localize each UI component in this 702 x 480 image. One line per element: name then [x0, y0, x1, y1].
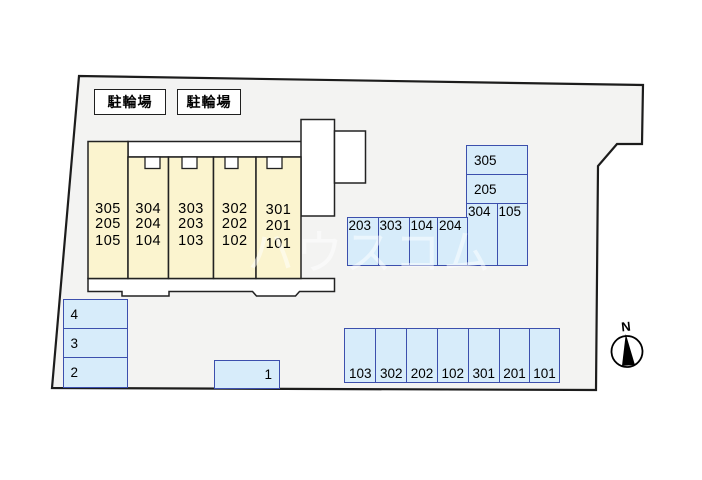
building-stairwell — [300, 118, 336, 217]
bicycle-parking-box-1: 駐輪場 — [94, 89, 166, 115]
parking-stall-102: 102 — [436, 327, 470, 383]
stall-label: 202 — [410, 366, 434, 381]
room-number: 102 — [221, 233, 248, 249]
room-number: 202 — [221, 215, 248, 232]
entrance-notch — [224, 156, 239, 170]
stall-label: 301 — [472, 366, 496, 381]
parking-stall-203: 203 — [346, 217, 380, 266]
building-walkway — [87, 277, 336, 297]
parking-stall-2: 2 — [62, 356, 128, 388]
room-number: 303 — [178, 201, 204, 217]
room-number: 203 — [178, 215, 204, 232]
stall-label: 201 — [503, 366, 526, 381]
stall-label: 2 — [70, 364, 79, 380]
entrance-notch — [266, 156, 283, 170]
unit-numbers-stack-3: 303 203 103 — [169, 202, 214, 249]
unit-numbers-stack-4: 302 202 102 — [214, 202, 257, 249]
building-unit-301 — [255, 156, 302, 280]
unit-numbers-stack-2: 304 204 104 — [128, 202, 169, 249]
building-corridor — [127, 140, 303, 158]
stall-label: 305 — [474, 152, 497, 168]
parking-stall-104: 104 — [408, 217, 439, 266]
compass-icon — [610, 334, 644, 368]
bicycle-parking-label: 駐輪場 — [186, 94, 232, 110]
parking-stall-301: 301 — [467, 327, 501, 383]
parking-stall-304: 304 — [466, 203, 499, 266]
stall-label: 203 — [348, 218, 372, 233]
room-number: 301 — [265, 202, 292, 218]
room-number: 105 — [95, 233, 121, 249]
entrance-notch — [144, 156, 161, 170]
compass-north-label: N — [620, 318, 632, 335]
stall-label: 101 — [533, 366, 556, 381]
parking-stall-201: 201 — [498, 327, 531, 383]
room-number: 302 — [221, 201, 248, 217]
stall-label: 205 — [474, 181, 497, 197]
stall-label: 103 — [349, 366, 372, 381]
parking-stall-3: 3 — [62, 328, 128, 359]
entrance-notch — [181, 156, 198, 170]
parking-stall-303: 303 — [377, 217, 411, 266]
stall-label: 303 — [379, 218, 403, 233]
room-number: 104 — [135, 233, 162, 249]
parking-stall-305: 305 — [466, 145, 528, 176]
room-number: 305 — [95, 201, 121, 217]
stall-label: 1 — [264, 366, 272, 382]
stall-label: 204 — [439, 218, 462, 233]
building-unit-303 — [167, 156, 215, 280]
parking-stall-202: 202 — [406, 327, 439, 383]
parking-stall-1: 1 — [214, 360, 280, 389]
room-number: 304 — [135, 201, 162, 217]
unit-numbers-stack-1: 305 205 105 — [88, 202, 128, 249]
room-number: 103 — [178, 233, 204, 249]
stall-label: 304 — [468, 204, 491, 219]
parking-stall-302: 302 — [375, 327, 408, 383]
building-unit-305 — [87, 140, 129, 280]
bicycle-parking-label: 駐輪場 — [107, 94, 153, 110]
stall-label: 302 — [380, 366, 403, 381]
parking-stall-101: 101 — [529, 327, 560, 383]
unit-numbers-stack-5: 301 201 101 — [256, 202, 301, 253]
parking-stall-103: 103 — [344, 327, 377, 383]
room-number: 204 — [135, 215, 162, 232]
bicycle-parking-box-2: 駐輪場 — [177, 89, 241, 115]
stall-label: 3 — [70, 335, 79, 351]
room-number: 201 — [265, 217, 292, 234]
parking-stall-205: 205 — [466, 174, 528, 205]
parking-stall-204: 204 — [437, 217, 469, 266]
stall-label: 102 — [441, 366, 465, 381]
stall-label: 4 — [70, 306, 79, 322]
parking-stall-4: 4 — [62, 298, 128, 330]
stall-label: 104 — [410, 218, 434, 233]
room-number: 205 — [95, 215, 121, 232]
parking-stall-105: 105 — [496, 203, 528, 266]
stall-label: 105 — [498, 204, 522, 219]
room-number: 101 — [265, 236, 292, 252]
building-annex — [333, 130, 367, 184]
